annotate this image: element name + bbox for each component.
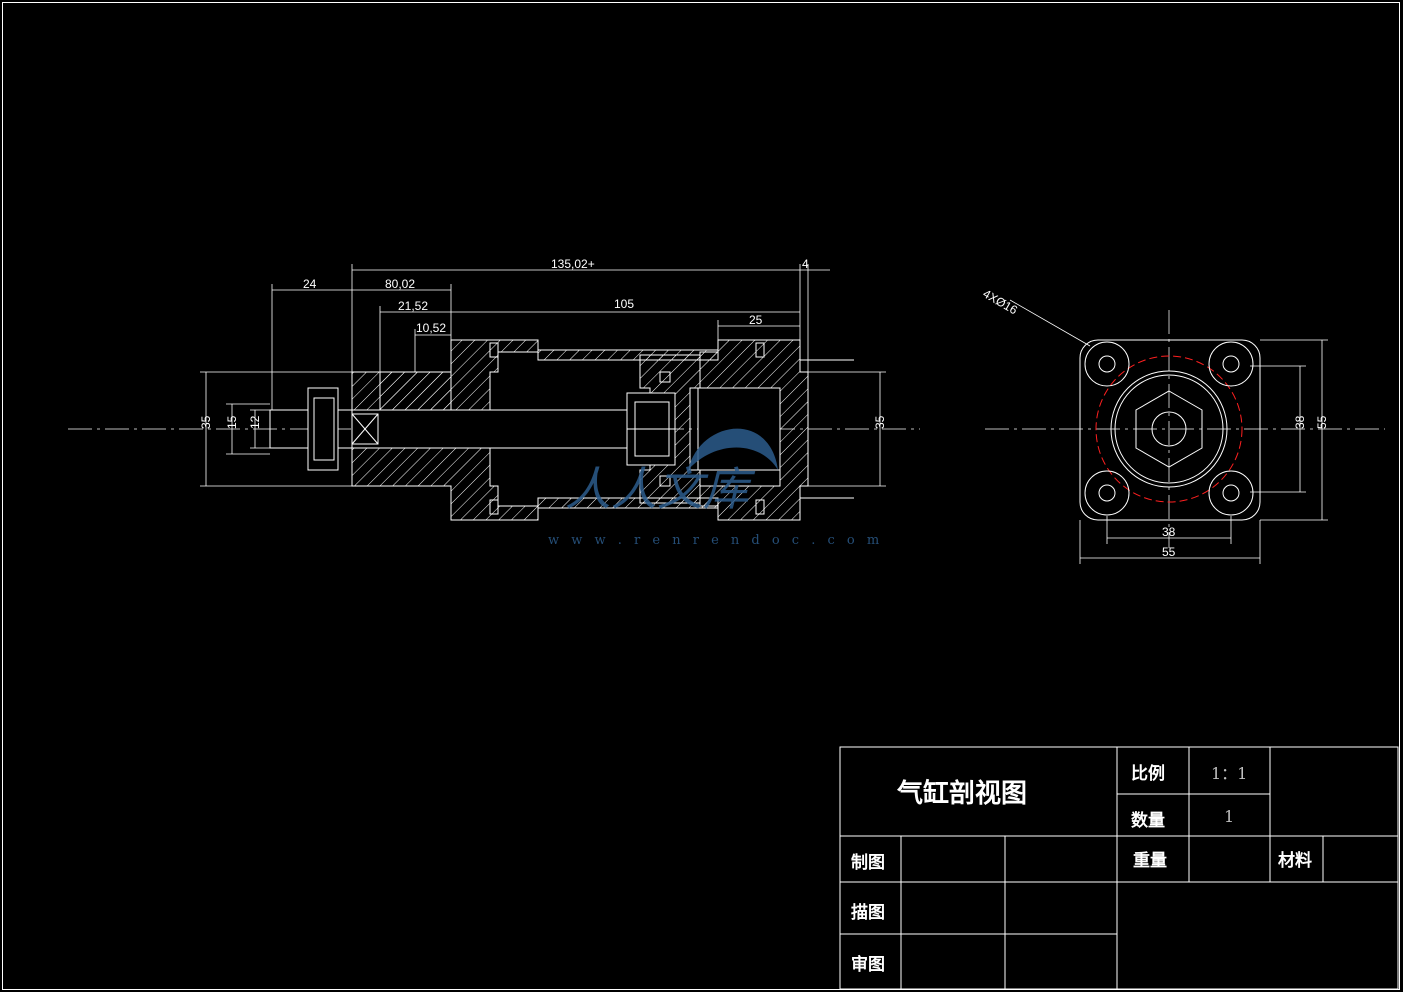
rod-end-pocket	[351, 413, 379, 445]
watermark-logo-icon	[688, 428, 778, 470]
drawing-title: 气缸剖视图	[896, 778, 1027, 809]
title-block	[839, 746, 1399, 990]
watermark: 人人文库 w w w . r e n r e n d o c . c o m	[548, 428, 883, 548]
material-label: 材料	[1278, 850, 1312, 871]
end-plate	[1079, 339, 1261, 521]
dim-thread-b: 12	[248, 415, 262, 429]
dim-right-h: 35	[873, 415, 887, 429]
qty-value: 1	[1224, 807, 1234, 826]
dim-ev-inner-w: 38	[1162, 525, 1176, 539]
dim-ev-outer-h: 55	[1315, 415, 1329, 429]
bore-inner	[1114, 374, 1224, 484]
bolt-circle	[1095, 355, 1243, 503]
dim-total: 135,02+	[551, 257, 595, 271]
dim-ev-inner-h: 38	[1293, 415, 1307, 429]
rear-cap	[699, 339, 809, 521]
bore-outer	[1110, 370, 1228, 488]
hex-nut	[1135, 390, 1203, 468]
seal-groove	[755, 499, 765, 515]
dim-thread-a: 15	[225, 415, 239, 429]
qty-label: 数量	[1131, 810, 1165, 831]
dim-end-gap: 4	[802, 257, 809, 271]
scale-value: 1：1	[1211, 764, 1247, 783]
dim-ev-outer-w: 55	[1162, 545, 1176, 559]
title-block-text: 气缸剖视图 比例 1：1 数量 1 制图 重量 材料 描图 审图	[851, 763, 1312, 975]
watermark-url: w w w . r e n r e n d o c . c o m	[548, 533, 883, 548]
checked-label: 审图	[851, 954, 885, 975]
weight-label: 重量	[1133, 850, 1167, 871]
scale-label: 比例	[1131, 763, 1165, 784]
dim-seal-b: 10,52	[416, 321, 446, 335]
dim-seal-a: 21,52	[398, 299, 428, 313]
end-view-dim-labels: 4XØ16 38 55 38 55	[981, 286, 1330, 559]
nose-upper	[379, 371, 452, 411]
section-view	[68, 339, 920, 521]
seal-groove	[489, 499, 499, 515]
section-dims	[200, 264, 886, 487]
seal-groove	[755, 342, 765, 358]
dim-cap-len: 25	[749, 313, 763, 327]
dim-head-len: 80,02	[385, 277, 415, 291]
seal-groove	[489, 342, 499, 358]
piston-seal	[659, 371, 671, 383]
lock-nut	[307, 387, 339, 471]
end-view	[985, 299, 1385, 548]
end-view-dims	[1079, 339, 1328, 564]
dim-bore-len: 105	[614, 297, 634, 311]
traced-label: 描图	[851, 902, 885, 923]
piston-rod	[351, 409, 628, 449]
watermark-logo-text: 人人文库	[565, 462, 756, 516]
section-dim-labels: 135,02+ 4 24 80,02 21,52 105 10,52 25 35…	[199, 257, 887, 429]
rod-circle	[1151, 411, 1187, 447]
drawn-label: 制图	[851, 852, 885, 873]
dim-rod-out: 24	[303, 277, 317, 291]
dim-left-h: 35	[199, 415, 213, 429]
piston-seal	[659, 475, 671, 487]
dim-holes: 4XØ16	[981, 286, 1021, 317]
front-head-lower	[351, 447, 539, 521]
